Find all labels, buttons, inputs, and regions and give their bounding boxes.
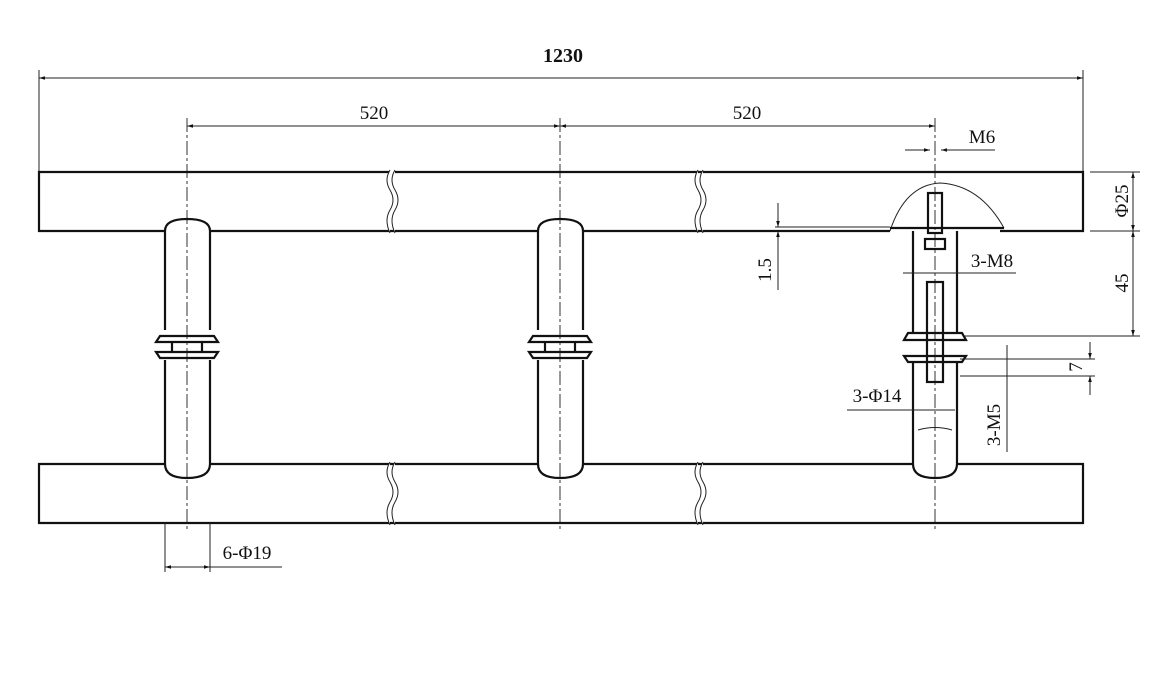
standoff-height-label: 45 <box>1112 274 1133 293</box>
dimension-m6: M6 <box>905 127 995 152</box>
dimension-45: 45 <box>965 231 1140 337</box>
m5-label: 3-M5 <box>984 404 1005 446</box>
bottom-bar <box>37 462 1085 525</box>
break-marks <box>386 169 707 526</box>
dimension-7: 7 <box>960 342 1095 395</box>
post-spacing-right-label: 520 <box>733 103 762 124</box>
post-middle <box>526 217 594 480</box>
post-spacing-left-label: 520 <box>360 103 389 124</box>
dimension-overall-length: 1230 <box>38 45 1084 172</box>
dimension-1-5: 1.5 <box>755 203 890 290</box>
overall-length-label: 1230 <box>543 45 583 67</box>
dimension-3-m5: 3-M5 <box>984 345 1008 452</box>
post-diameter-label: 6-Φ19 <box>223 543 272 564</box>
m8-label: 3-M8 <box>971 251 1013 272</box>
inner-diameter-label: 3-Φ14 <box>853 386 902 407</box>
post-right-section <box>889 182 1005 480</box>
dimension-post-spacing: 520 520 <box>187 103 935 128</box>
centerlines <box>186 118 936 530</box>
ring-height-label: 7 <box>1066 362 1087 372</box>
gap-label: 1.5 <box>755 258 776 282</box>
dimension-3-m8: 3-M8 <box>903 251 1016 274</box>
bar-diameter-label: Φ25 <box>1112 185 1133 218</box>
dimension-diameter-25: Φ25 <box>1090 171 1140 232</box>
top-bar <box>37 170 1085 233</box>
post-left <box>153 217 221 480</box>
m6-label: M6 <box>969 127 995 148</box>
dimension-6-phi19: 6-Φ19 <box>164 523 282 572</box>
dimension-3-phi14: 3-Φ14 <box>847 386 955 411</box>
